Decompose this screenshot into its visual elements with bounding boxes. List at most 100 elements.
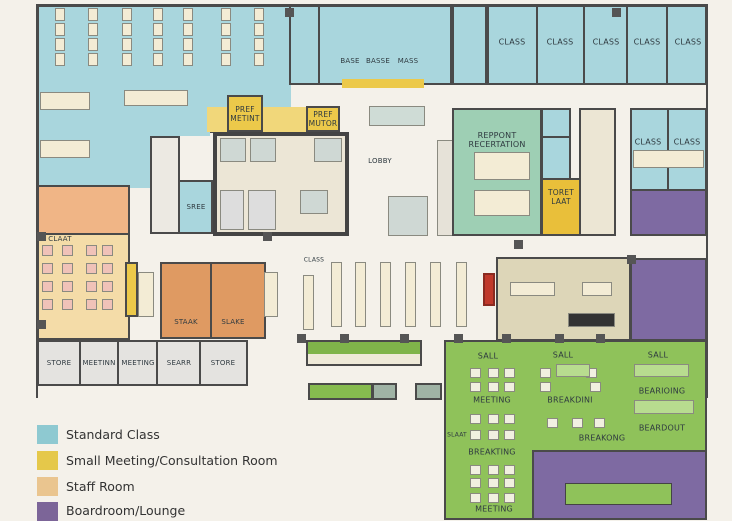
room-label: STORE [210, 359, 236, 367]
elevator [250, 138, 276, 162]
staff-room-slake[interactable] [210, 262, 266, 339]
reception-label: REPPONT RECERTATION [468, 131, 526, 149]
staff-chair [42, 281, 53, 292]
area-label: BREAKDINI [547, 395, 593, 405]
breakout-seat [594, 418, 605, 428]
class-room[interactable] [626, 5, 668, 85]
boardroom-lounge[interactable] [630, 258, 707, 341]
breakout-seat [470, 382, 481, 392]
lobby-bench [369, 106, 425, 126]
breakout-seat [470, 368, 481, 378]
green-room[interactable] [308, 383, 373, 400]
elevator [220, 138, 246, 162]
meeting-room[interactable] [79, 340, 119, 386]
display-panel [483, 273, 495, 306]
staff-office[interactable] [37, 185, 130, 235]
class-label: CLASS [633, 37, 661, 47]
boardroom-table [565, 483, 672, 505]
class-label: CLASS [592, 37, 620, 47]
staff-chair [42, 263, 53, 274]
staff-chair [42, 299, 53, 310]
sree-label: SREE [186, 203, 206, 211]
stairs [248, 190, 276, 230]
area-label: MEETING [473, 395, 511, 405]
small-room[interactable] [541, 108, 571, 138]
area-label: SALL [552, 350, 574, 360]
breakout-seat [470, 493, 481, 503]
structural-column [612, 8, 621, 17]
class-label: CLASS [674, 37, 702, 47]
desk [55, 38, 65, 51]
searr-room[interactable] [156, 340, 201, 386]
room-label: STORE [46, 359, 72, 367]
desk [88, 23, 98, 36]
class-room[interactable] [583, 5, 628, 85]
desk [183, 53, 193, 66]
long-table [40, 92, 90, 110]
elevator [300, 190, 328, 214]
breakout-seat [540, 368, 551, 378]
meeting-room[interactable] [117, 340, 158, 386]
classroom-table [380, 262, 391, 327]
desk [55, 8, 65, 21]
structural-column [627, 255, 636, 264]
classroom-table [355, 262, 366, 327]
desk [183, 23, 193, 36]
breakout-seat [488, 430, 499, 440]
breakout-seat [488, 478, 499, 488]
boardroom[interactable] [630, 189, 707, 236]
staff-chair [102, 263, 113, 274]
breakout-seat [470, 478, 481, 488]
breakout-seat [488, 414, 499, 424]
desk [254, 23, 264, 36]
lounge-sofa [582, 282, 612, 296]
small-room[interactable] [541, 136, 571, 180]
stairs [437, 140, 453, 236]
desk [88, 8, 98, 21]
stark-label: STAAK [174, 318, 198, 326]
class-room[interactable] [536, 5, 585, 85]
staff-chair [62, 263, 73, 274]
area-label: SALL [477, 351, 499, 361]
service-room [579, 108, 616, 236]
pref-meeting-room[interactable] [227, 95, 263, 132]
structural-column [37, 232, 46, 241]
breakout-seat [504, 382, 515, 392]
elevator [314, 138, 342, 162]
area-label: BEARIOING [638, 386, 686, 396]
class-label: CLASS [673, 137, 701, 147]
desk [183, 38, 193, 51]
staff-chair [86, 263, 97, 274]
breakout-seat [504, 430, 515, 440]
desk [221, 23, 231, 36]
classroom-table [405, 262, 416, 327]
green-strip[interactable] [306, 340, 422, 366]
elevator [388, 196, 428, 236]
structural-column [555, 334, 564, 343]
desk [55, 23, 65, 36]
open-class-area [37, 5, 291, 133]
small-meeting-strip[interactable] [125, 262, 138, 317]
pref-mutor-room[interactable] [306, 106, 340, 132]
staff-chair [62, 281, 73, 292]
store-room[interactable] [199, 340, 248, 386]
reception-desk [474, 152, 530, 180]
structural-column [340, 334, 349, 343]
breakout-seat [488, 465, 499, 475]
toilet-room[interactable] [541, 178, 581, 236]
base-label: MASS [397, 57, 419, 65]
staff-room-stark[interactable] [160, 262, 212, 339]
lounge[interactable] [496, 257, 631, 341]
toilet-label: TORET LAAT [547, 188, 575, 206]
staff-chair [42, 245, 53, 256]
lounge-counter [568, 313, 615, 327]
class-tables-label: CLASS [303, 256, 325, 264]
staff-chair [86, 245, 97, 256]
desk [221, 38, 231, 51]
desk [153, 38, 163, 51]
base-area [318, 5, 452, 85]
base-label: BASSE [366, 57, 390, 65]
area-label: BREAKTING [468, 447, 516, 457]
desk [183, 8, 193, 21]
desk [254, 8, 264, 21]
